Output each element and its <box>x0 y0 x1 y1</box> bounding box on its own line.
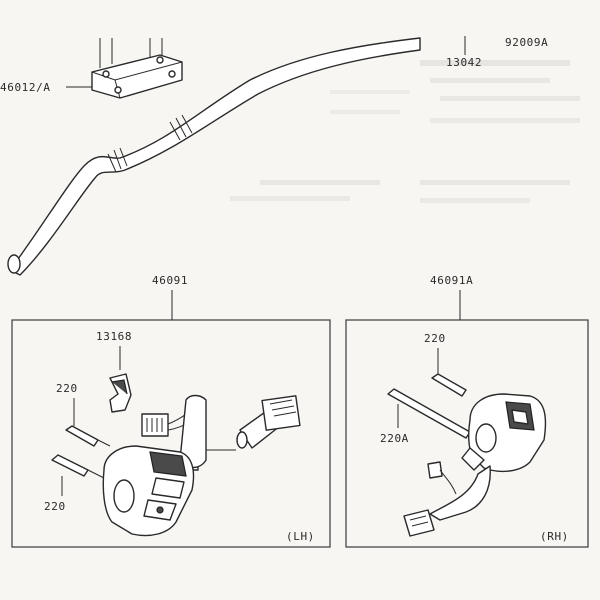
lh-wire-harness <box>179 394 301 471</box>
label-13042: 13042 <box>446 56 482 69</box>
handlebar-end <box>7 254 21 274</box>
label-46091: 46091 <box>152 274 188 287</box>
rh-switch-panel <box>345 319 589 548</box>
label-220-lh-lower: 220 <box>44 500 66 513</box>
bleed-through-background <box>230 60 580 203</box>
lh-connector <box>141 407 201 437</box>
lh-screw-lower: 220 <box>44 454 105 513</box>
label-220-rh: 220 <box>424 332 446 345</box>
rh-screw-short: 220 <box>424 332 467 397</box>
lh-screw-upper: 220 <box>56 382 111 447</box>
rh-wire-harness <box>403 461 491 537</box>
lh-switch-panel <box>11 319 331 548</box>
handlebar <box>7 37 421 276</box>
label-46091a: 46091A <box>430 274 473 287</box>
label-46012-a: 46012/A <box>0 81 51 94</box>
label-92009a: 92009A <box>505 36 548 49</box>
lh-switch-housing <box>102 445 195 537</box>
rh-screw-long: 220A <box>380 388 471 445</box>
label-220-lh-upper: 220 <box>56 382 78 395</box>
handlebar-holder <box>91 38 183 99</box>
label-lh: (LH) <box>286 530 315 543</box>
rh-switch-housing <box>461 393 547 473</box>
label-13168: 13168 <box>96 330 132 343</box>
label-rh: (RH) <box>540 530 569 543</box>
lh-clip <box>109 373 132 413</box>
label-220a: 220A <box>380 432 409 445</box>
